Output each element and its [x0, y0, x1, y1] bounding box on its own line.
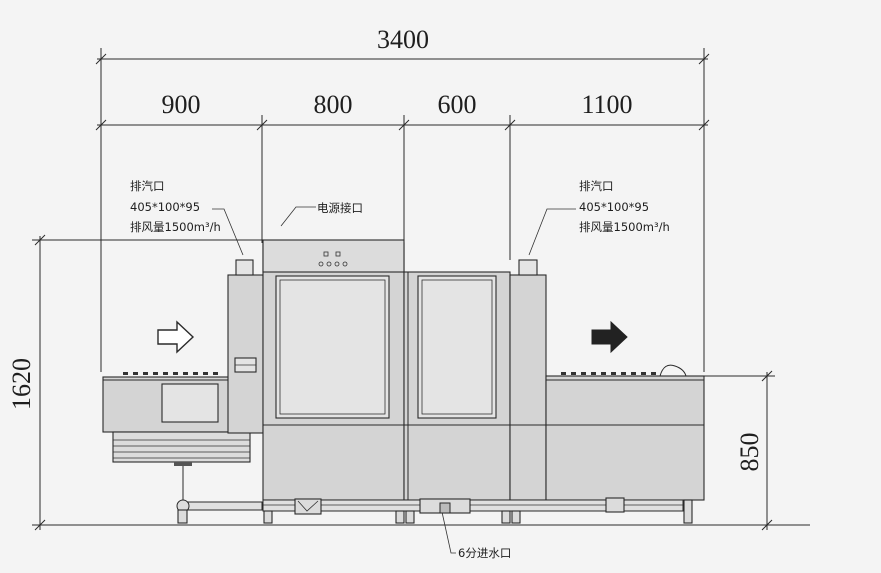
control-panel-hood [262, 239, 405, 273]
inlet-drip-tray [112, 431, 251, 463]
outlet-curtain [659, 364, 687, 377]
exhaust-right-size: 405*100*95 [579, 200, 649, 214]
exhaust-left-title: 排汽口 [130, 179, 165, 193]
dim-segment-1: 900 [162, 90, 201, 119]
machine-feet [177, 499, 693, 524]
base-pipework [176, 497, 684, 515]
exhaust-right-callout: 排汽口 405*100*95 排风量1500m³/h [528, 179, 670, 256]
outlet-table [545, 375, 705, 501]
left-exhaust-tower [227, 274, 264, 434]
right-exhaust-port [518, 259, 538, 276]
dim-segment-3: 600 [438, 90, 477, 119]
water-inlet-callout: 6分进水口 [441, 511, 511, 560]
inlet-table-rollers [123, 372, 218, 375]
inlet-table-front-panel [161, 383, 219, 423]
rinse-door [417, 275, 497, 419]
dim-table-height: 850 [735, 433, 764, 472]
exhaust-left-airflow: 排风量1500m³/h [130, 220, 221, 234]
power-inlet-callout: 电源接口 [280, 201, 363, 227]
exhaust-left-size: 405*100*95 [130, 200, 200, 214]
left-exhaust-port [235, 259, 254, 276]
solid-right-arrow-icon [591, 320, 628, 354]
control-buttons [318, 251, 348, 267]
dimension-lines [32, 48, 810, 531]
main-wash-door [275, 275, 390, 419]
outlet-table-rollers [561, 372, 656, 375]
dim-segment-4: 1100 [581, 90, 632, 119]
dim-total-width: 3400 [377, 25, 429, 54]
right-exhaust-tower [509, 274, 547, 501]
power-inlet-label: 电源接口 [317, 201, 363, 215]
dim-total-height: 1620 [7, 358, 36, 410]
exhaust-right-title: 排汽口 [579, 179, 614, 193]
exhaust-left-callout: 排汽口 405*100*95 排风量1500m³/h [130, 179, 244, 256]
dishwasher-machine [102, 239, 705, 524]
water-inlet-label: 6分进水口 [458, 546, 511, 560]
dim-segment-2: 800 [314, 90, 353, 119]
outline-right-arrow-icon [157, 320, 195, 354]
exhaust-right-airflow: 排风量1500m³/h [579, 220, 670, 234]
